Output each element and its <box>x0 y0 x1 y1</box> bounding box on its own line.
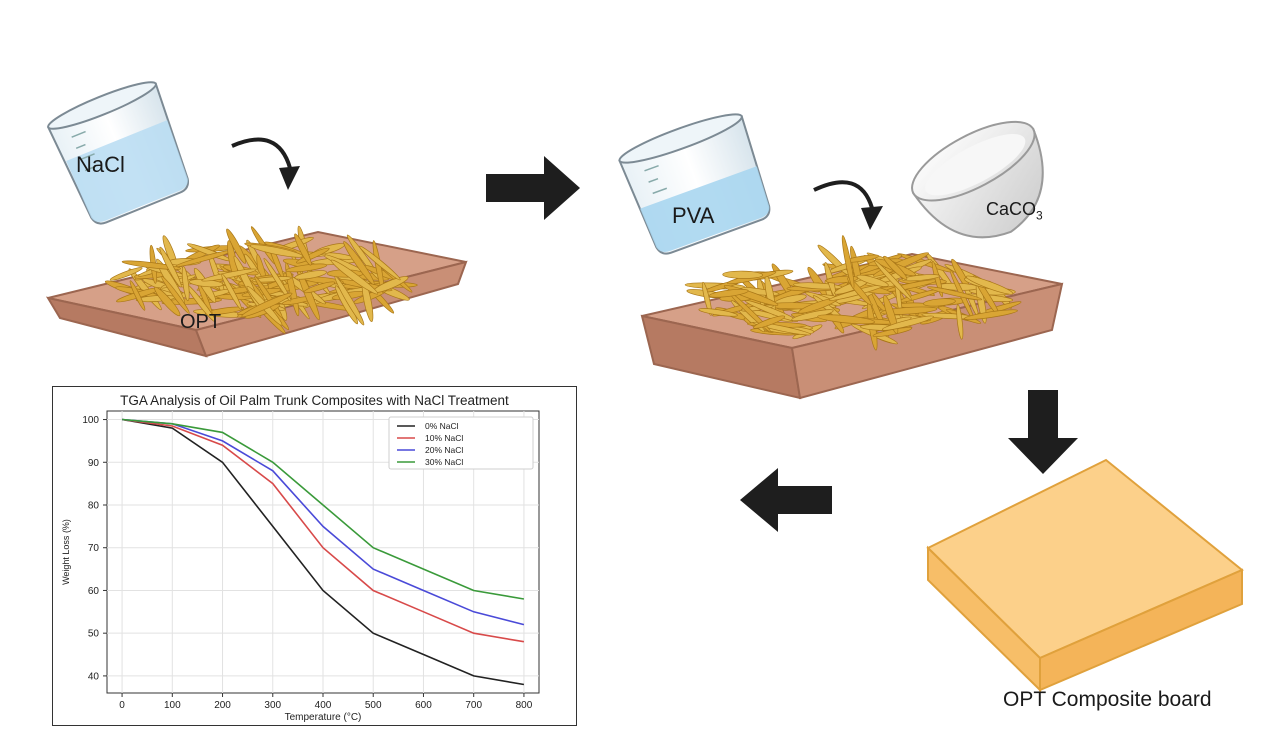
fiber-strand <box>881 315 934 331</box>
caco3-base: CaCO <box>986 199 1037 219</box>
arrow-down-icon <box>1008 390 1078 474</box>
fiber-strand <box>753 315 786 329</box>
fiber-strand <box>965 275 1014 295</box>
fiber-strand <box>841 235 855 290</box>
fiber-strand <box>221 273 242 310</box>
fiber-strand <box>129 280 146 311</box>
tray-mixture-icon <box>640 235 1064 400</box>
fiber-strand <box>294 270 327 280</box>
x-tick-label: 400 <box>315 700 332 711</box>
x-tick-label: 600 <box>415 700 432 711</box>
fiber-strand <box>201 268 257 282</box>
curved-arrow-icon <box>231 137 300 190</box>
fiber-strand <box>249 244 304 258</box>
pva-label: PVA <box>672 203 715 228</box>
fiber-strand <box>359 245 401 281</box>
composite-board-icon <box>926 458 1244 693</box>
fiber-strand <box>330 259 379 295</box>
beaker-nacl-icon <box>46 81 189 225</box>
x-tick-label: 300 <box>264 700 281 711</box>
chart-title: TGA Analysis of Oil Palm Trunk Composite… <box>120 393 509 408</box>
caco3-label: CaCO3 <box>986 199 1043 223</box>
y-tick-label: 80 <box>88 501 100 512</box>
fiber-strand <box>791 309 834 322</box>
bowl-caco3-icon <box>911 120 1044 239</box>
x-tick-label: 500 <box>365 700 382 711</box>
x-axis-label: Temperature (°C) <box>285 712 362 723</box>
fiber-strand <box>964 309 1018 320</box>
arrow-right-icon <box>486 156 580 220</box>
fiber-strand <box>901 274 941 282</box>
fiber-strand <box>121 260 182 270</box>
mixture-fibers <box>684 235 1022 351</box>
fiber-strand <box>285 263 328 273</box>
y-tick-label: 90 <box>88 458 100 469</box>
y-tick-label: 70 <box>88 543 100 554</box>
legend-box <box>388 416 534 470</box>
legend-label: 30% NaCl <box>425 457 463 467</box>
fiber-strand <box>154 286 181 317</box>
caco3-subscript: 3 <box>1036 208 1043 223</box>
fiber-strand <box>226 228 247 264</box>
fiber-strand <box>856 274 889 287</box>
opt-fibers <box>104 225 418 334</box>
fiber-strand <box>263 257 292 302</box>
x-tick-label: 100 <box>164 700 181 711</box>
fiber-strand <box>241 292 293 318</box>
fiber-strand <box>343 241 375 285</box>
y-tick-label: 40 <box>88 671 100 682</box>
fiber-strand <box>294 233 312 266</box>
tray-opt-icon <box>45 225 468 358</box>
legend-label: 20% NaCl <box>425 445 463 455</box>
x-tick-label: 0 <box>119 700 125 711</box>
fiber-strand <box>159 246 182 288</box>
opt-label: OPT <box>180 311 222 333</box>
tga-chart: TGA Analysis of Oil Palm Trunk Composite… <box>52 386 577 726</box>
fiber-strand <box>883 255 908 280</box>
x-tick-label: 700 <box>465 700 482 711</box>
y-tick-label: 60 <box>88 586 100 597</box>
beaker-pva-icon <box>618 113 771 255</box>
fiber-strand <box>334 275 365 326</box>
y-tick-label: 50 <box>88 629 100 640</box>
fiber-strand <box>252 276 292 283</box>
legend-label: 10% NaCl <box>425 433 463 443</box>
nacl-label: NaCl <box>76 152 125 177</box>
y-tick-label: 100 <box>82 415 99 426</box>
x-tick-label: 200 <box>214 700 231 711</box>
x-tick-label: 800 <box>516 700 533 711</box>
fiber-strand <box>956 304 964 340</box>
fiber-strand <box>701 281 713 316</box>
fiber-strand <box>109 267 143 281</box>
fiber-strand <box>161 276 190 314</box>
chart-plot: 0 100 200 300 400 500 600 700 800 40 50 60 70 80 90 100… <box>61 410 540 723</box>
fiber-strand <box>923 298 956 307</box>
fiber-strand <box>817 314 875 325</box>
fiber-strand <box>281 296 315 305</box>
fiber-strand <box>874 260 912 301</box>
fiber-strand <box>698 308 738 317</box>
y-axis-label: Weight Loss (%) <box>61 519 71 585</box>
fiber-strand <box>204 306 245 315</box>
legend-label: 0% NaCl <box>425 421 459 431</box>
fiber-strand <box>880 306 938 315</box>
fiber-strand <box>303 281 336 294</box>
fiber-strand <box>927 286 983 301</box>
fiber-strand <box>708 288 749 298</box>
board-label: OPT Composite board <box>1003 688 1212 711</box>
fiber-strand <box>722 270 764 279</box>
arrow-left-icon <box>740 468 832 532</box>
curved-arrow-icon <box>813 180 883 230</box>
fiber-strand <box>181 266 190 302</box>
